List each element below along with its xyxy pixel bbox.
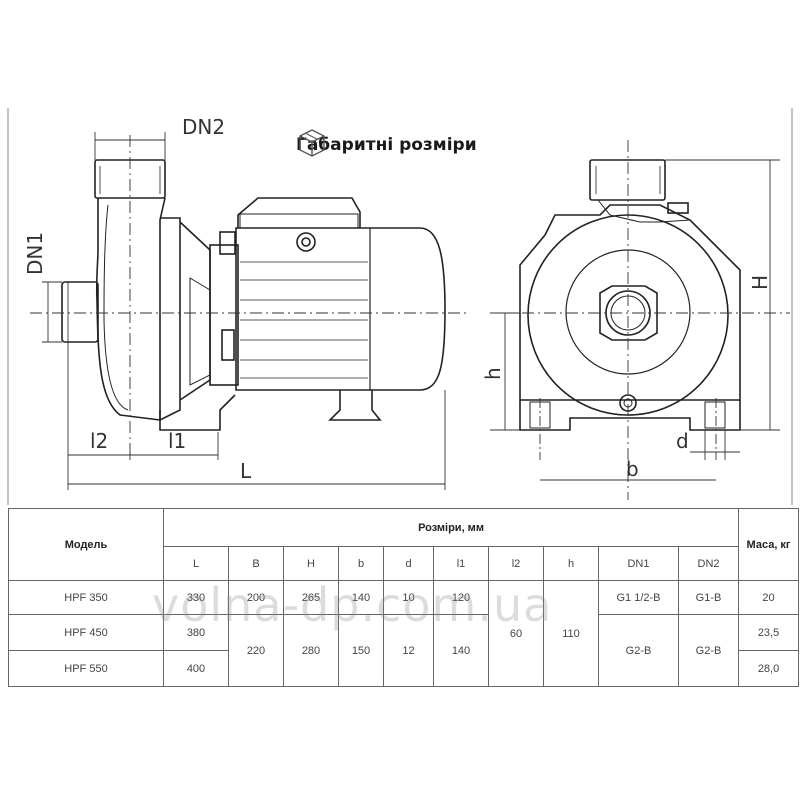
label-l2: l2: [90, 429, 108, 453]
cell-mass: 20: [738, 580, 800, 615]
col-header: DN1: [598, 546, 679, 581]
section-heading: Габаритні розміри: [296, 126, 477, 164]
side-view-dimensions: [30, 132, 470, 490]
box-icon: [299, 129, 325, 157]
table-row: HPF 550 400 28,0: [8, 650, 800, 687]
label-dn1: DN1: [23, 232, 47, 275]
heading-title: Габаритні розміри: [296, 135, 477, 155]
cell-b: 140: [338, 580, 384, 615]
col-header: b: [338, 546, 384, 581]
cell-DN1: G2-B: [598, 614, 679, 687]
col-header: DN2: [677, 546, 740, 581]
cell-DN2: G1-B: [677, 580, 740, 615]
cell-b: 150: [338, 614, 384, 687]
cell-DN1: G1 1/2-B: [598, 580, 679, 615]
cell-L: 400: [163, 650, 229, 687]
label-H: H: [748, 275, 772, 290]
col-header: H: [283, 546, 339, 581]
label-dn2: DN2: [182, 115, 225, 139]
cell-model: HPF 550: [8, 650, 164, 687]
cell-l1: 120: [433, 580, 489, 615]
table-row: HPF 450 380 220 280 150 12 140 G2-B G2-B…: [8, 614, 800, 687]
label-d: d: [676, 429, 689, 453]
pump-side-view: [61, 159, 446, 431]
cell-l2: 60: [488, 580, 544, 687]
cell-d: 10: [383, 580, 434, 615]
col-header: L: [163, 546, 229, 581]
header-sizes: Розміри, мм: [162, 508, 740, 547]
cell-model: HPF 450: [8, 614, 164, 651]
pump-front-view: [519, 159, 741, 431]
col-header: h: [543, 546, 599, 581]
col-header: l2: [488, 546, 544, 581]
cell-L: 330: [163, 580, 229, 615]
header-mass: Маса, кг: [738, 508, 800, 581]
label-b: b: [626, 457, 639, 481]
col-header: d: [383, 546, 434, 581]
col-header: B: [228, 546, 284, 581]
header-model: Модель: [8, 508, 164, 581]
dimensions-table: Модель Розміри, мм Маса, кг L B H b d l1…: [8, 508, 800, 687]
technical-drawing: DN2 DN1 l2 l1 L: [7, 108, 793, 505]
pump-dimension-drawing: DN2 DN1 l2 l1 L: [7, 108, 793, 505]
cell-L: 380: [163, 614, 229, 651]
label-L: L: [240, 459, 252, 483]
cell-h: 110: [543, 580, 599, 687]
label-l1: l1: [168, 429, 186, 453]
cell-B: 200: [228, 580, 284, 615]
cell-l1: 140: [433, 614, 489, 687]
cell-B: 220: [228, 614, 284, 687]
cell-model: HPF 350: [8, 580, 164, 615]
cell-H: 280: [283, 614, 339, 687]
cell-DN2: G2-B: [677, 614, 740, 687]
cell-mass: 28,0: [738, 650, 800, 687]
cell-mass: 23,5: [738, 614, 800, 651]
cell-d: 12: [383, 614, 434, 687]
label-h: h: [481, 367, 505, 380]
cell-H: 265: [283, 580, 339, 615]
col-header: l1: [433, 546, 489, 581]
front-view-dimensions: [490, 140, 790, 500]
dimensions-table-container: Модель Розміри, мм Маса, кг L B H b d l1…: [8, 508, 800, 687]
table-row: HPF 350 330 200 265 140 10 120 60 110 G1…: [8, 580, 800, 687]
